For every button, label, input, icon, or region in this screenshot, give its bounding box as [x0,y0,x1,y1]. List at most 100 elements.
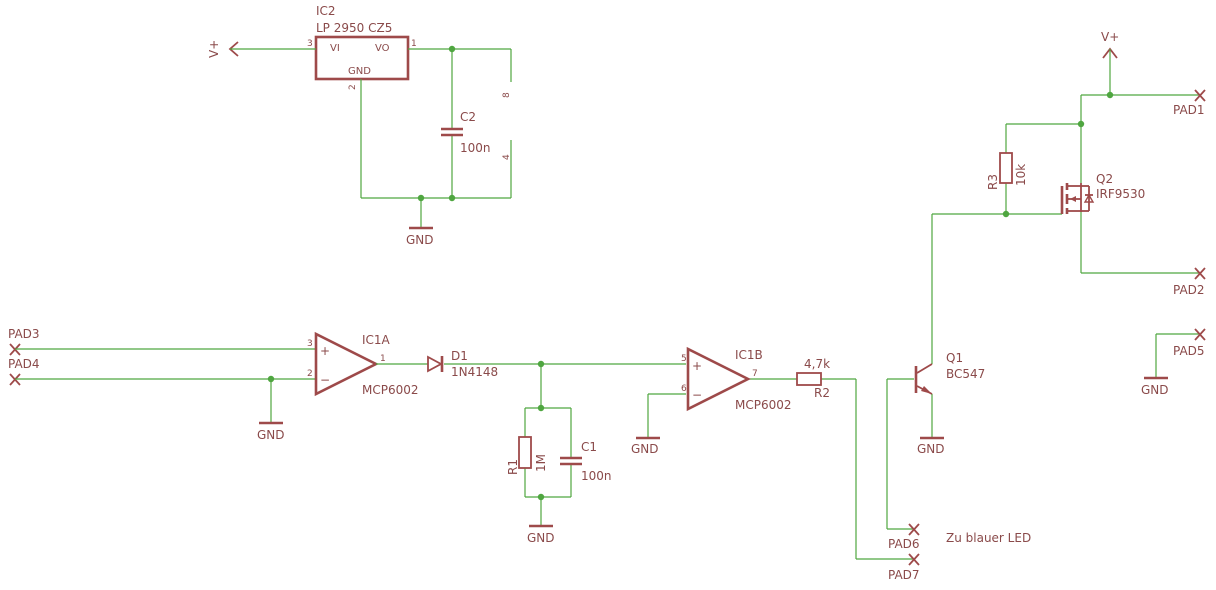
d1-triangle [427,355,443,373]
ic1b-pin-plus: 5 [681,354,687,364]
pad5[interactable]: PAD5 [1173,328,1206,358]
ic2-pin-vo: 1 [411,39,417,49]
pad1-label: PAD1 [1173,103,1205,117]
pad1[interactable]: PAD1 [1173,89,1206,117]
pad2-label: PAD2 [1173,283,1205,297]
q2-value: IRF9530 [1096,187,1145,201]
pad5-cross-icon [1194,328,1206,341]
c1-value: 100n [581,469,612,483]
r2-body [796,372,822,386]
gnd-label-pad5: GND [1141,383,1169,397]
q1-name: Q1 [946,351,963,365]
gnd-label-r1c1: GND [527,531,555,545]
r1-value: 1M [534,454,548,472]
q2-name: Q2 [1096,172,1113,186]
ic1-pin8: 8 [502,92,512,98]
r2-name: R2 [814,386,830,400]
r1-body [518,436,532,469]
gnd-symbol-pad5: GND [1141,376,1169,397]
gnd-label-ic1a: GND [257,428,285,442]
pad3-label: PAD3 [8,327,40,341]
q2-mosfet[interactable]: Q2 IRF9530 [1060,172,1145,214]
ic1a-pin-minus: 2 [307,369,313,379]
pad7[interactable]: PAD7 [888,553,920,582]
vplus-label-ic2: V+ [207,40,221,58]
r3-name: R3 [986,174,1000,190]
ic2-body [314,35,410,81]
ic1b-value: MCP6002 [735,398,792,412]
q1-emitter-arrow-icon [921,386,932,394]
gnd-label-ic2: GND [406,233,434,247]
ic1a-minus: − [320,373,330,387]
r1-resistor[interactable]: R1 1M [506,436,548,475]
r1-name: R1 [506,459,520,475]
ic1b-minus: − [692,388,702,402]
led-note: Zu blauer LED [946,531,1031,545]
c2-capacitor[interactable]: C2 100n [441,110,491,155]
ic1a-pin-plus: 3 [307,339,313,349]
gnd-symbol-ic1b: GND [631,436,660,456]
wires-ic1b [647,378,914,560]
pad2-cross-icon [1194,267,1206,280]
d1-diode[interactable]: D1 1N4148 [427,349,498,379]
gnd-label-q1: GND [917,442,945,456]
q1-transistor[interactable]: Q1 BC547 [914,351,985,395]
gnd-symbol-ic1a: GND [257,421,285,442]
c2-name: C2 [460,110,476,124]
ic2-pin-gnd: 2 [348,84,358,90]
pad7-cross-icon [908,553,920,566]
ic1b-plus: + [692,359,702,373]
wires-ic2 [230,45,512,228]
ic1b-body [686,346,751,412]
ic1b-pin-out: 7 [752,369,758,379]
ic1b-opamp[interactable]: + − 5 6 7 IC1B MCP6002 [681,346,792,412]
r3-resistor[interactable]: R3 10k [986,152,1028,190]
d1-name: D1 [451,349,468,363]
ic1b-name: IC1B [735,348,763,362]
gnd-symbol-q1: GND [917,436,945,456]
wires-input [15,348,316,423]
ic1a-value: MCP6002 [362,383,419,397]
r2-resistor[interactable]: 4,7k R2 [796,357,830,400]
pad4[interactable]: PAD4 [8,357,40,386]
ic1a-opamp[interactable]: + − 3 2 1 IC1A MCP6002 [307,331,419,397]
ic1-supply-pins: 8 4 [502,92,512,160]
wires-q1 [886,214,933,530]
pad2[interactable]: PAD2 [1173,267,1206,297]
r3-value: 10k [1014,164,1028,186]
ic2-pin-vi: 3 [307,39,313,49]
c2-value: 100n [460,141,491,155]
ic1a-body [314,331,379,397]
pad6-cross-icon [908,523,920,536]
pad1-cross-icon [1194,89,1206,102]
ic1a-plus: + [320,344,330,358]
q1-value: BC547 [946,367,985,381]
ic1a-pin-out: 1 [380,354,386,364]
pad4-label: PAD4 [8,357,40,371]
pad3[interactable]: PAD3 [8,327,40,356]
pad6[interactable]: PAD6 [888,523,920,551]
pad6-label: PAD6 [888,537,920,551]
ic2-name: IC2 [316,4,336,18]
wires-pad5 [1155,333,1200,378]
ic2-gnd-label: GND [348,66,371,77]
ic1a-name: IC1A [362,333,391,347]
q2-body-diode-icon [1083,193,1095,203]
r3-body [999,152,1013,184]
vplus-label-q2: V+ [1101,30,1119,44]
ic2-vo-label: VO [375,43,390,54]
r2-value: 4,7k [804,357,830,371]
ic1b-pin-minus: 6 [681,384,687,394]
c1-capacitor[interactable]: C1 100n [560,440,612,483]
d1-value: 1N4148 [451,365,498,379]
wires-q2 [932,49,1200,274]
ic1-pin4: 4 [502,154,512,160]
ic2-regulator[interactable]: IC2 LP 2950 CZ5 VI VO GND 3 1 2 [307,4,417,90]
gnd-label-ic1b: GND [631,442,659,456]
ic2-vi-label: VI [330,43,340,54]
pad7-label: PAD7 [888,568,920,582]
wires-d1 [376,360,686,526]
q2-channel-arrow-icon [1070,196,1076,202]
ic2-value: LP 2950 CZ5 [316,21,392,35]
